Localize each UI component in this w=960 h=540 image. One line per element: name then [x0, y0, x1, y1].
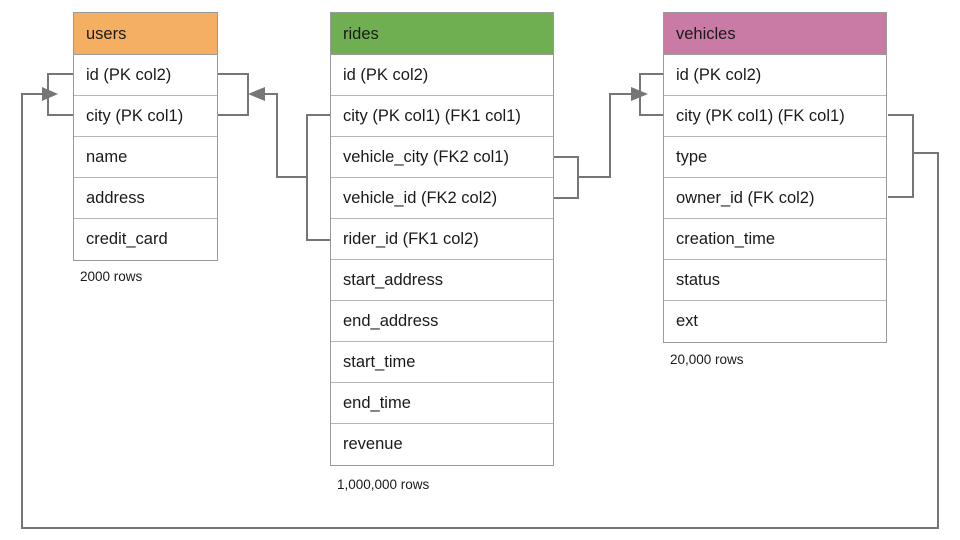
table-users-column-address[interactable]: address: [74, 178, 217, 219]
table-users-header: users: [74, 13, 217, 55]
table-vehicles-column-owner-id[interactable]: owner_id (FK col2): [664, 178, 886, 219]
table-rides-column-start-time[interactable]: start_time: [331, 342, 553, 383]
table-users-column-name[interactable]: name: [74, 137, 217, 178]
table-vehicles-column-ext[interactable]: ext: [676, 312, 699, 330]
edge-rides-fk2-vehicles: [554, 93, 637, 199]
table-rides-column-end-address[interactable]: end_address: [331, 301, 553, 342]
edge-users-left-bracket: [47, 73, 73, 116]
table-rides-column-id[interactable]: id (PK col2): [331, 55, 553, 96]
arrowhead-into-users-right: [248, 87, 265, 101]
table-vehicles-header: vehicles: [664, 13, 886, 55]
table-rides-column-start-address[interactable]: start_address: [331, 260, 553, 301]
table-vehicles[interactable]: vehicles id (PK col2) city (PK col1) (FK…: [663, 12, 887, 343]
table-rides-column-city[interactable]: city (PK col1) (FK1 col1): [331, 96, 553, 137]
edge-users-right-bracket: [218, 73, 249, 116]
table-vehicles-column-creation-time[interactable]: creation_time: [664, 219, 886, 260]
table-rides-row-count: 1,000,000 rows: [337, 477, 430, 492]
table-rides[interactable]: rides id (PK col2) city (PK col1) (FK1 c…: [330, 12, 554, 466]
edge-vehicles-left-bracket: [639, 73, 663, 116]
table-users-row-count: 2000 rows: [80, 269, 143, 284]
table-vehicles-column-city[interactable]: city (PK col1) (FK col1): [664, 96, 886, 137]
arrowhead-into-users-left: [42, 87, 58, 101]
table-rides-column-rider-id[interactable]: rider_id (FK1 col2): [331, 219, 553, 260]
table-rides-column-end-time[interactable]: end_time: [331, 383, 553, 424]
table-rides-column-revenue[interactable]: revenue: [343, 435, 403, 453]
edge-rides-fk1-users: [258, 93, 330, 241]
table-vehicles-column-id[interactable]: id (PK col2): [664, 55, 886, 96]
table-rides-header: rides: [331, 13, 553, 55]
arrowhead-into-vehicles: [631, 87, 648, 101]
table-rides-column-vehicle-city[interactable]: vehicle_city (FK2 col1): [331, 137, 553, 178]
table-users-column-city[interactable]: city (PK col1): [74, 96, 217, 137]
table-users-column-credit-card[interactable]: credit_card: [86, 230, 168, 248]
table-vehicles-column-status[interactable]: status: [664, 260, 886, 301]
table-rides-column-vehicle-id[interactable]: vehicle_id (FK2 col2): [331, 178, 553, 219]
table-vehicles-row-count: 20,000 rows: [670, 352, 744, 367]
table-users[interactable]: users id (PK col2) city (PK col1) name a…: [73, 12, 218, 261]
table-vehicles-column-type[interactable]: type: [664, 137, 886, 178]
table-users-column-id[interactable]: id (PK col2): [74, 55, 217, 96]
